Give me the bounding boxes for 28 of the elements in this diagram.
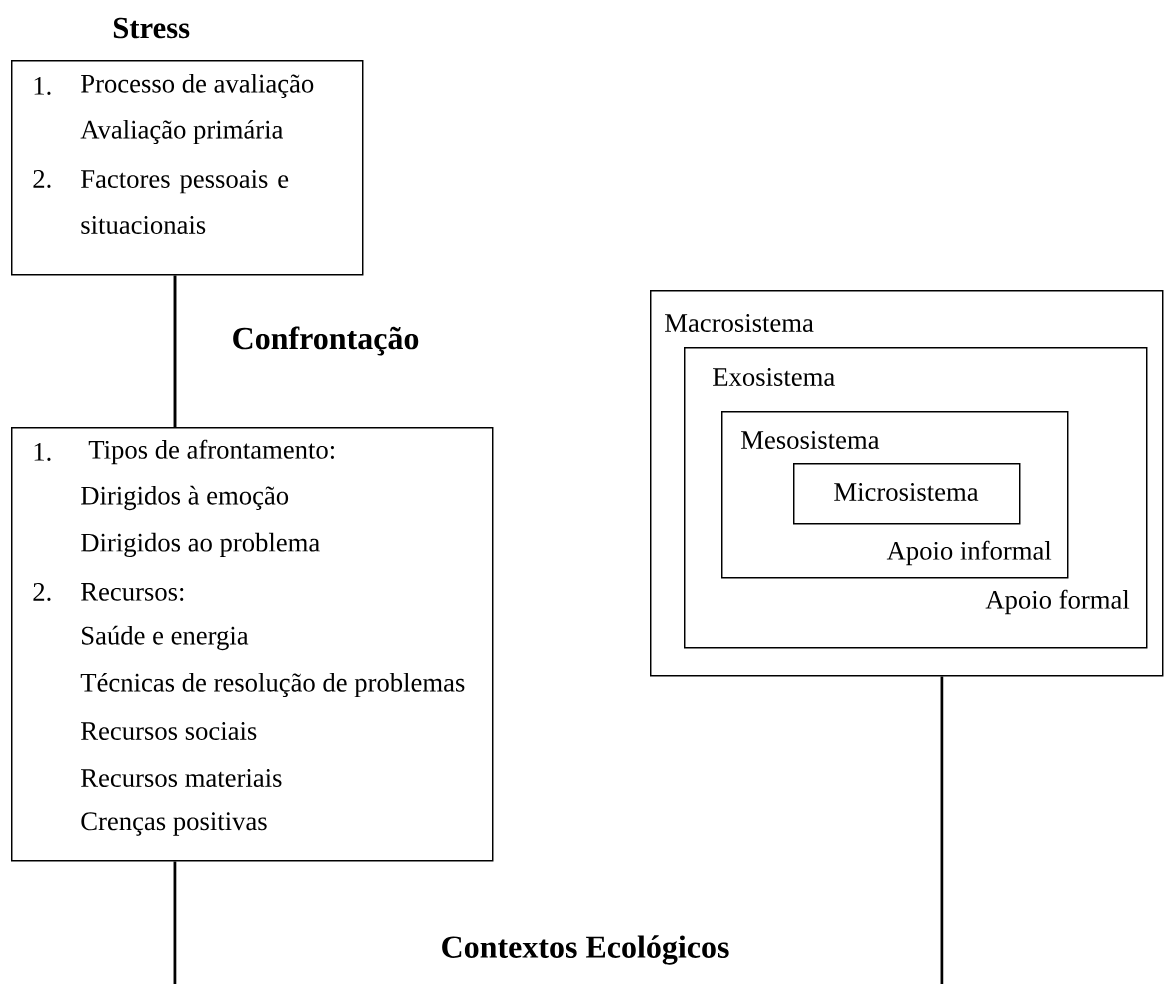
list-text: Recursos materiais (81, 769, 282, 787)
list-number: 1. (34, 443, 51, 461)
connector-line (173, 275, 177, 427)
edge-label: Confrontação (230, 325, 421, 357)
list-number: 2. (33, 583, 51, 601)
box-label: Apoio formal (985, 589, 1130, 615)
list-number: 2. (33, 170, 51, 188)
connector-line (940, 676, 944, 984)
list-number: 1. (34, 77, 51, 95)
list-text: Factores pessoais e situacionais (81, 170, 289, 234)
list-text: Dirigidos ao problema (81, 532, 320, 558)
list-text: Processo de avaliação (81, 73, 314, 99)
list-text: Tipos de afrontamento: (88, 439, 334, 465)
box-label: Macrosistema (665, 314, 814, 332)
box-label: Mesosistema (741, 431, 880, 449)
connector-line (173, 861, 177, 984)
section-heading: Contextos Ecológicos (442, 935, 729, 965)
list-text: Avaliação primária (80, 119, 283, 145)
list-text: Recursos sociais (81, 722, 257, 740)
box-label: Exosistema (713, 368, 835, 386)
box-label: Microsistema (834, 483, 979, 501)
list-text: Dirigidos à emoção (81, 485, 289, 511)
list-text: Técnicas de resolução de problemas (80, 672, 465, 698)
list-text: Saúde e energia (82, 625, 249, 651)
list-text: Recursos: (81, 583, 184, 601)
list-text: Crenças positivas (81, 812, 267, 836)
heading: Stress (113, 17, 190, 39)
box-label: Apoio informal (886, 540, 1052, 566)
